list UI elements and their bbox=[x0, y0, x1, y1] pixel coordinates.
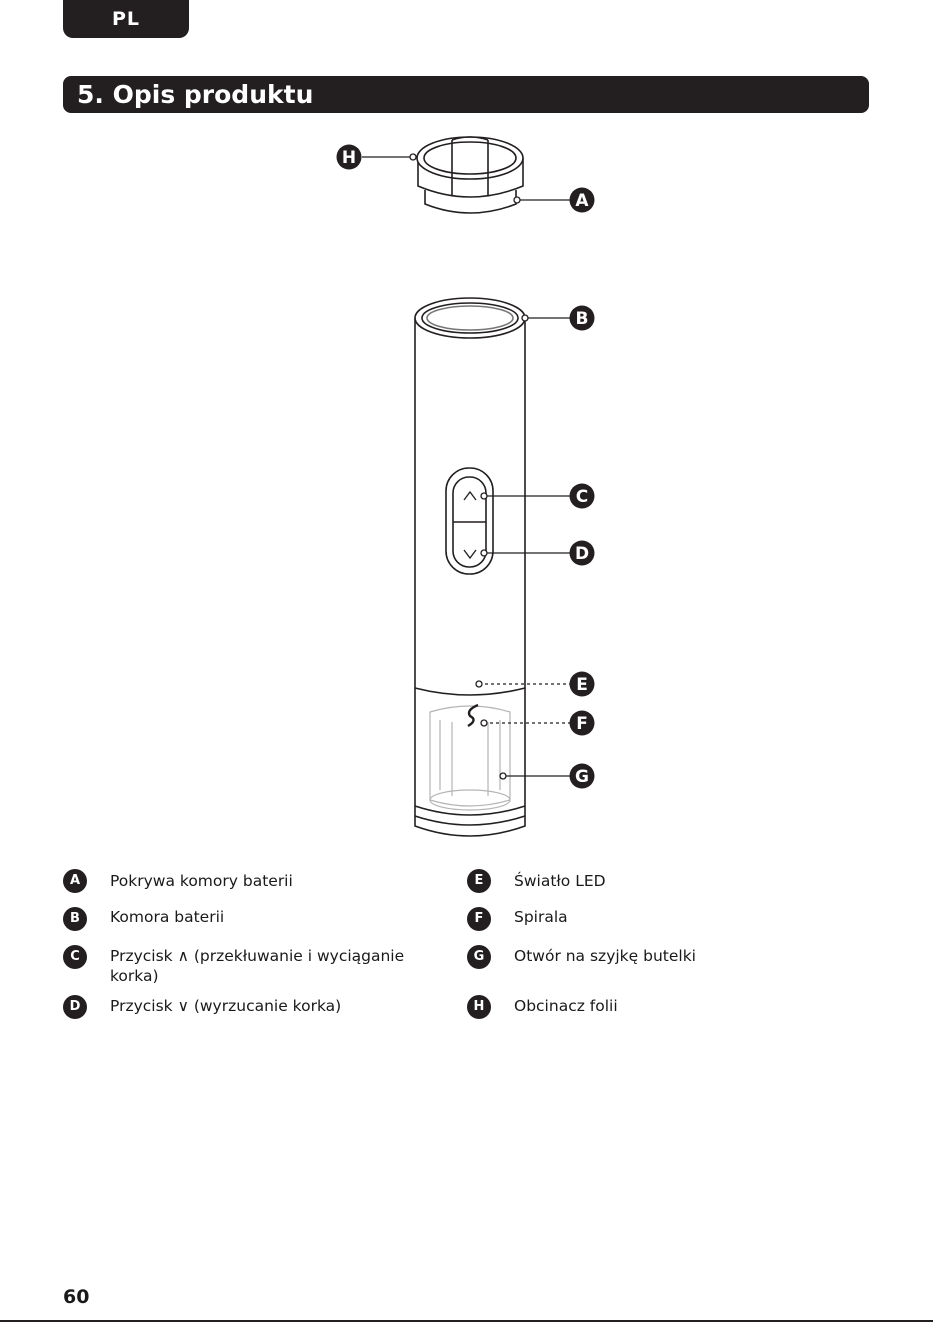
callout-c: C bbox=[570, 484, 595, 509]
legend-badge-a: A bbox=[63, 869, 87, 893]
svg-text:A: A bbox=[575, 191, 589, 211]
product-diagram: H A B C D E F G bbox=[0, 0, 933, 860]
legend-label-a: Pokrywa komory baterii bbox=[110, 871, 430, 891]
callout-f: F bbox=[570, 711, 595, 736]
legend-badge-g: G bbox=[467, 945, 491, 969]
bottom-rule bbox=[0, 1320, 933, 1322]
svg-text:H: H bbox=[342, 148, 356, 168]
legend-label-b: Komora baterii bbox=[110, 907, 430, 927]
callout-a: A bbox=[570, 188, 595, 213]
svg-text:F: F bbox=[576, 714, 588, 734]
callout-b: B bbox=[570, 306, 595, 331]
legend-badge-e: E bbox=[467, 869, 491, 893]
legend-label-c: Przycisk ∧ (przekłuwanie i wyciąganie ko… bbox=[110, 946, 420, 986]
page-number: 60 bbox=[63, 1286, 89, 1308]
svg-text:D: D bbox=[575, 544, 589, 564]
legend-label-g: Otwór na szyjkę butelki bbox=[514, 946, 834, 966]
legend-badge-c: C bbox=[63, 945, 87, 969]
svg-text:C: C bbox=[576, 487, 588, 507]
svg-text:E: E bbox=[576, 675, 588, 695]
legend-badge-d: D bbox=[63, 995, 87, 1019]
legend-badge-h: H bbox=[467, 995, 491, 1019]
legend-label-h: Obcinacz folii bbox=[514, 996, 834, 1016]
legend-badge-b: B bbox=[63, 907, 87, 931]
legend-label-d: Przycisk ∨ (wyrzucanie korka) bbox=[110, 996, 430, 1016]
callout-h: H bbox=[337, 145, 362, 170]
battery-cover-illustration bbox=[417, 137, 523, 213]
svg-text:G: G bbox=[575, 767, 589, 787]
legend-label-e: Światło LED bbox=[514, 871, 834, 891]
corkscrew-body-illustration bbox=[415, 298, 525, 836]
legend-label-f: Spirala bbox=[514, 907, 834, 927]
callout-g: G bbox=[570, 764, 595, 789]
callout-e: E bbox=[570, 672, 595, 697]
callout-d: D bbox=[570, 541, 595, 566]
legend-badge-f: F bbox=[467, 907, 491, 931]
svg-text:B: B bbox=[576, 309, 589, 329]
